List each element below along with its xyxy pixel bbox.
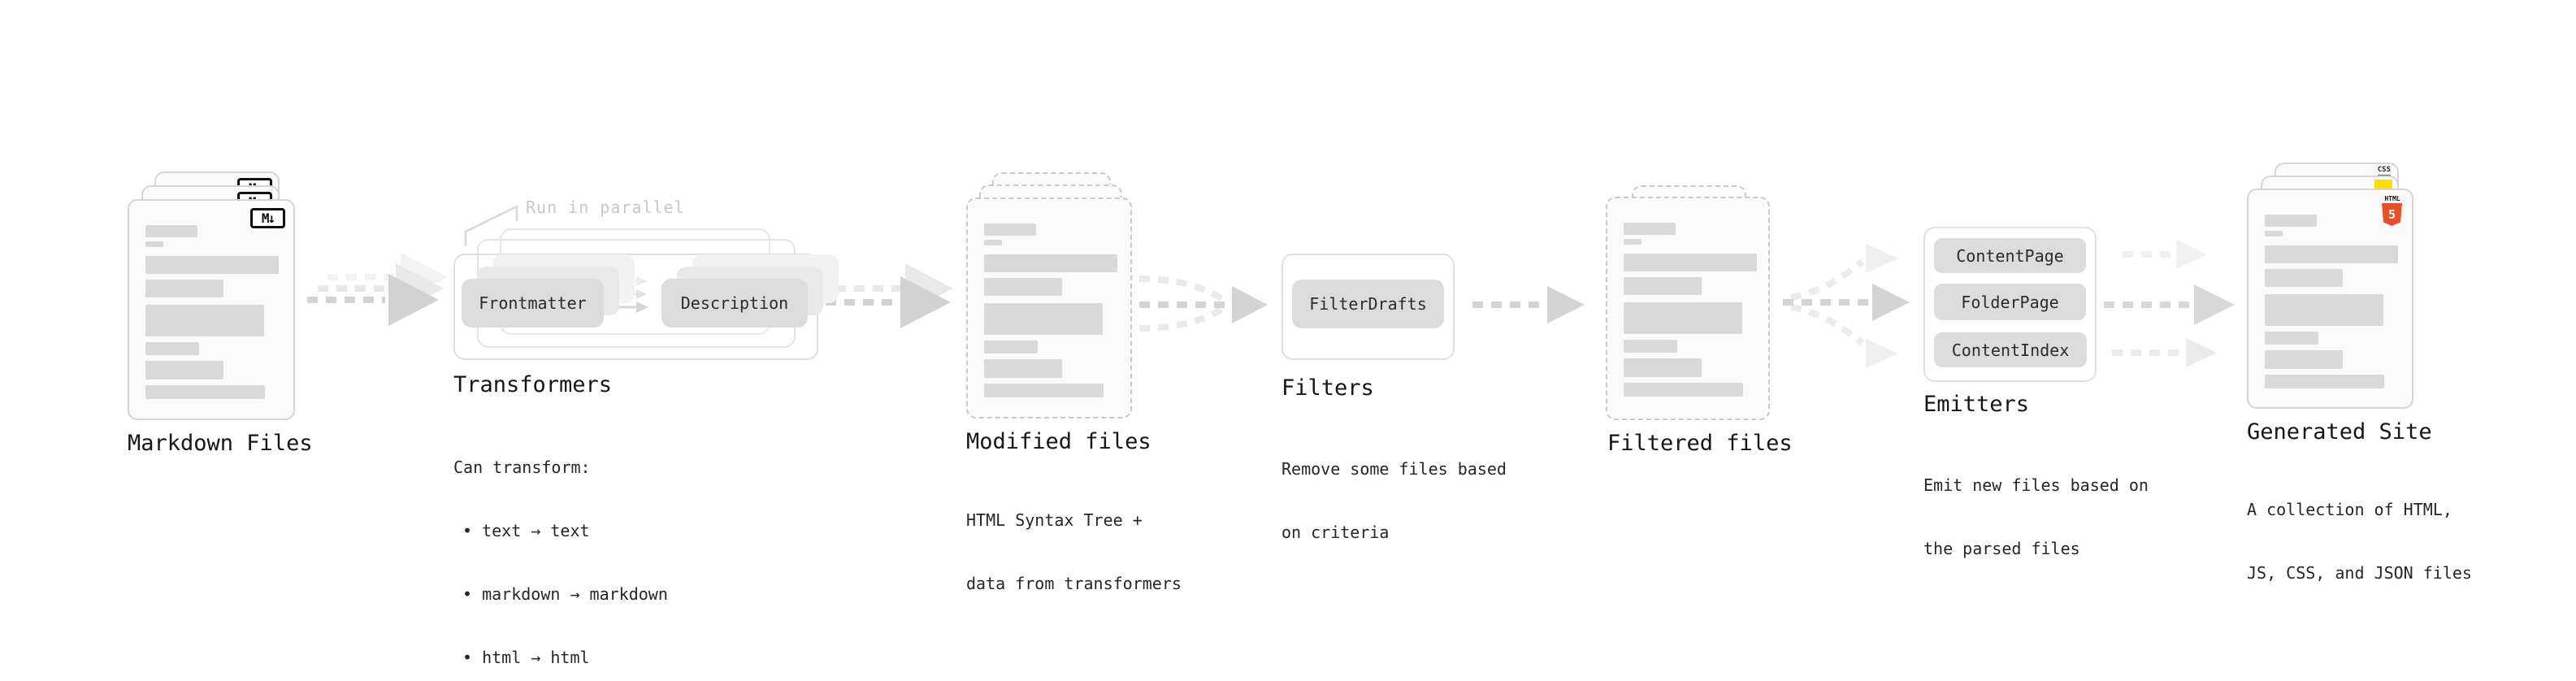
markdown-icon: M↓ (250, 208, 285, 228)
filters-desc-line: Remove some files based (1281, 459, 1507, 479)
text-line-bar (145, 385, 265, 399)
arrow-emitters-to-site-middle (2104, 284, 2235, 325)
text-line-bar (1624, 358, 1702, 377)
text-line-bar (2265, 245, 2398, 263)
site-desc-line: JS, CSS, and JSON files (2247, 563, 2472, 583)
markdown-files-label: Markdown Files (128, 431, 313, 456)
contentindex-emitter-pill[interactable]: ContentIndex (1934, 332, 2087, 367)
contentpage-emitter-pill[interactable]: ContentPage (1934, 238, 2086, 273)
arrow-modified-to-filters-converge-top (1138, 275, 1225, 302)
arrow-filters-to-filtered (1472, 286, 1585, 323)
javascript-icon (2374, 180, 2392, 189)
folderpage-emitter-pill[interactable]: FolderPage (1934, 284, 2086, 320)
filtered-files-label: Filtered files (1607, 431, 1793, 456)
text-line-bar (1624, 254, 1757, 271)
text-line-bar (984, 254, 1117, 272)
text-line-bar (984, 384, 1104, 397)
arrow-modified-to-filters-converge-bottom (1138, 306, 1225, 332)
emitters-description: Emit new files based on the parsed files (1923, 432, 2149, 601)
text-line-bar (984, 303, 1103, 335)
arrow-transformers-to-modified (826, 276, 951, 328)
run-in-parallel-note: Run in parallel (526, 197, 685, 217)
site-file-card-html: HTML 5 (2247, 189, 2413, 409)
generated-site-description: A collection of HTML, JS, CSS, and JSON … (2247, 457, 2472, 626)
html5-icon-shield: 5 (2382, 203, 2402, 226)
arrow-filtered-to-emitters (1783, 284, 1910, 321)
run-in-parallel-bracket-line (464, 204, 518, 246)
filters-label: Filters (1281, 375, 1374, 401)
text-line-bar (2265, 350, 2343, 369)
text-line-bar (2265, 294, 2383, 326)
emitters-desc-line: the parsed files (1923, 539, 2080, 558)
html5-icon: HTML 5 (2382, 195, 2403, 226)
transformers-bullet: • html → html (462, 648, 590, 667)
text-line-bar (2265, 215, 2317, 227)
text-line-bar (1624, 277, 1702, 295)
modified-desc-line: HTML Syntax Tree + (966, 510, 1143, 530)
description-transformer-pill[interactable]: Description (661, 279, 808, 327)
markdown-file-card: M↓ (128, 199, 295, 420)
transformers-label: Transformers (453, 372, 613, 397)
emitters-desc-line: Emit new files based on (1923, 475, 2149, 495)
text-line-bar (984, 223, 1036, 236)
filtered-file-card (1606, 197, 1770, 420)
arrow-filtered-to-emitters-diverge-top (1790, 244, 1898, 301)
frontmatter-transformer-pill[interactable]: Frontmatter (462, 279, 604, 327)
transformers-desc-title: Can transform: (453, 458, 591, 477)
arrow-emitters-to-site-bottom (2112, 338, 2217, 367)
arrow-emitters-to-site-top (2123, 240, 2207, 269)
modified-file-card (966, 197, 1132, 419)
filters-desc-line: on criteria (1281, 523, 1390, 542)
arrow-modified-to-filters (1139, 286, 1268, 323)
transformers-bullet: • markdown → markdown (462, 584, 668, 604)
text-line-bar (984, 240, 1002, 245)
text-line-bar (2265, 332, 2318, 345)
generated-site-label: Generated Site (2247, 419, 2432, 445)
text-line-bar (1624, 223, 1676, 235)
text-line-bar (2265, 269, 2343, 287)
text-line-bar (145, 241, 163, 247)
text-line-bar (2265, 231, 2283, 236)
filterdrafts-pill[interactable]: FilterDrafts (1292, 280, 1444, 328)
filters-description: Remove some files based on criteria (1281, 416, 1507, 585)
text-line-bar (145, 342, 199, 355)
text-line-bar (1624, 383, 1743, 397)
text-line-bar (145, 280, 223, 297)
text-line-bar (984, 340, 1038, 354)
text-line-bar (984, 278, 1062, 296)
modified-files-label: Modified files (966, 429, 1151, 454)
text-line-bar (145, 305, 264, 336)
modified-files-description: HTML Syntax Tree + data from transformer… (966, 467, 1182, 636)
text-line-bar (1624, 239, 1641, 245)
text-line-bar (145, 361, 223, 380)
text-line-bar (1624, 340, 1677, 353)
emitters-label: Emitters (1923, 392, 2030, 417)
modified-desc-line: data from transformers (966, 574, 1182, 593)
text-line-bar (2265, 375, 2384, 388)
site-desc-line: A collection of HTML, (2247, 500, 2452, 519)
transformers-description: Can transform: • text → text • markdown … (453, 414, 668, 681)
arrow-markdown-to-transformers (307, 274, 439, 326)
text-line-bar (145, 256, 279, 274)
transformers-bullet: • text → text (462, 521, 590, 540)
text-line-bar (1624, 302, 1742, 334)
text-line-bar (145, 225, 197, 237)
arrow-filtered-to-emitters-diverge-bottom (1790, 304, 1898, 368)
text-line-bar (984, 359, 1062, 378)
html5-icon-text: HTML (2384, 195, 2400, 202)
